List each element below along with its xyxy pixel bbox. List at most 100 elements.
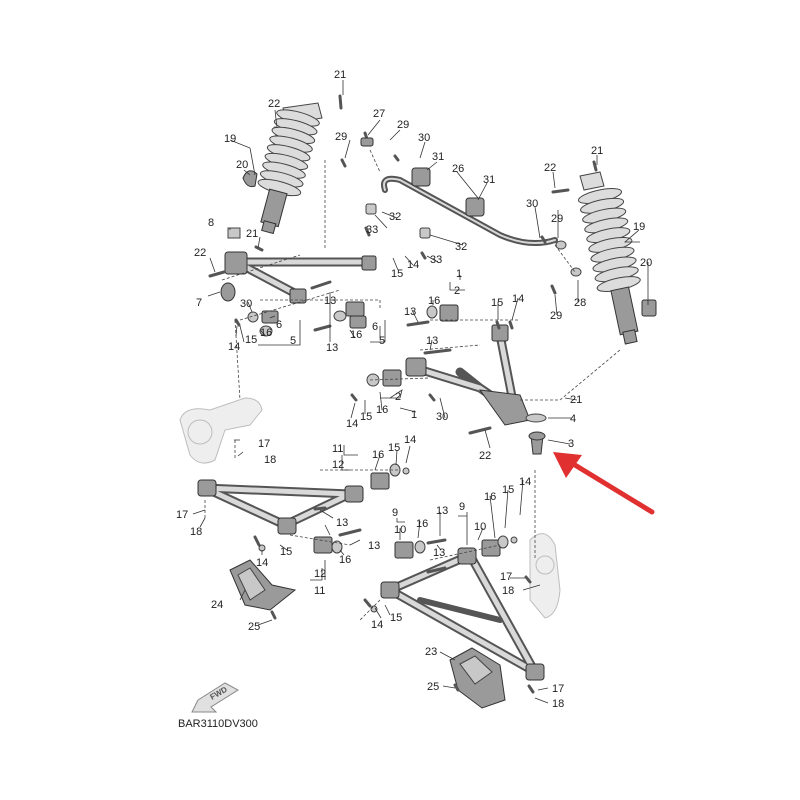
callout-label: 30 — [436, 411, 448, 423]
callout-label: 1 — [411, 409, 417, 421]
callout-label: 17 — [258, 438, 270, 450]
callout-label: 13 — [433, 547, 445, 559]
callout-label: 3 — [568, 438, 574, 450]
callout-label: 20 — [640, 257, 652, 269]
callout-label: 27 — [373, 108, 385, 120]
leader-lines — [192, 80, 649, 704]
callout-label: 19 — [224, 133, 236, 145]
callout-label: 12 — [332, 459, 344, 471]
callout-label: 26 — [452, 163, 464, 175]
callout-label: 15 — [280, 546, 292, 558]
callout-label: 14 — [228, 341, 240, 353]
callout-label: 22 — [544, 162, 556, 174]
right-skid-guard — [449, 647, 506, 709]
callout-label: 14 — [371, 619, 383, 631]
callout-label: 13 — [326, 342, 338, 354]
callout-label: 15 — [491, 297, 503, 309]
callout-label: 15 — [360, 411, 372, 423]
callout-label: 18 — [502, 585, 514, 597]
left-upper-arm — [208, 245, 381, 401]
callout-label: 14 — [512, 293, 524, 305]
left-skid-guard — [229, 559, 297, 620]
callout-label: 24 — [211, 599, 223, 611]
callout-label: 7 — [196, 297, 202, 309]
callout-label: 18 — [190, 526, 202, 538]
callout-label: 30 — [240, 298, 252, 310]
callout-label: 30 — [418, 132, 430, 144]
callout-label: 16 — [372, 449, 384, 461]
callout-label: 29 — [550, 310, 562, 322]
callout-label: 8 — [208, 217, 214, 229]
callout-label: 11 — [314, 585, 325, 597]
callout-label: 32 — [389, 211, 401, 223]
callout-label: 16 — [416, 518, 428, 530]
callout-label: 22 — [194, 247, 206, 259]
callout-label: 12 — [314, 568, 326, 580]
callout-label: 6 — [372, 321, 378, 333]
callout-label: 16 — [428, 295, 440, 307]
callout-label: 13 — [324, 295, 336, 307]
callout-label: 25 — [248, 621, 260, 633]
callout-label: 19 — [633, 221, 645, 233]
callout-label: 29 — [551, 213, 563, 225]
callout-label: 15 — [502, 484, 514, 496]
right-lower-arm — [359, 470, 545, 694]
right-knuckle — [529, 533, 561, 619]
callout-label: 2 — [395, 391, 401, 403]
callout-label: 17 — [552, 683, 564, 695]
callout-label: 2 — [454, 285, 460, 297]
left-lower-arm — [197, 440, 410, 554]
callout-label: 14 — [404, 434, 416, 446]
callout-label: 13 — [368, 540, 380, 552]
callout-label: 5 — [379, 335, 385, 347]
callout-label: 20 — [236, 159, 248, 171]
callout-label: 16 — [484, 491, 496, 503]
callout-label: 16 — [350, 329, 362, 341]
callout-label: 16 — [339, 554, 351, 566]
callout-label: 16 — [376, 404, 388, 416]
callout-label: 25 — [427, 681, 439, 693]
callout-label: 15 — [391, 268, 403, 280]
callout-label: 14 — [256, 557, 268, 569]
callout-label: 17 — [500, 571, 512, 583]
callout-label: 15 — [388, 442, 400, 454]
callout-label: 5 — [290, 335, 296, 347]
callout-label: 30 — [526, 198, 538, 210]
callout-label: 17 — [176, 509, 188, 521]
callout-label: 21 — [591, 145, 603, 157]
callout-label: 9 — [392, 507, 398, 519]
callout-label: 31 — [432, 151, 444, 163]
callout-label: 33 — [430, 254, 442, 266]
callout-label: 15 — [245, 334, 257, 346]
left-knuckle — [179, 397, 263, 464]
callout-label: 14 — [407, 259, 419, 271]
callout-label: 21 — [334, 69, 346, 81]
callout-label: 31 — [483, 174, 495, 186]
fwd-arrow-icon: FWD — [191, 682, 239, 713]
callout-label: 33 — [366, 224, 378, 236]
callout-label: 21 — [246, 228, 258, 240]
callout-label: 9 — [459, 501, 465, 513]
callout-label: 32 — [455, 241, 467, 253]
callout-label: 1 — [456, 268, 462, 280]
diagram-code: BAR3110DV300 — [178, 718, 258, 730]
callout-label: 22 — [479, 450, 491, 462]
callout-label: 11 — [332, 443, 343, 455]
callout-label: 29 — [397, 119, 409, 131]
callout-label: 6 — [276, 319, 282, 331]
red-callout-arrow-icon — [553, 452, 655, 515]
callout-label: 14 — [519, 476, 531, 488]
callout-label: 18 — [264, 454, 276, 466]
callout-label: 14 — [346, 418, 358, 430]
left-shock-absorber — [227, 94, 343, 239]
callout-label: 4 — [570, 413, 576, 425]
callout-label: 29 — [335, 131, 347, 143]
callout-label: 21 — [570, 394, 582, 406]
stabilizer-bar — [324, 131, 582, 295]
right-shock-absorber — [551, 160, 657, 345]
callout-label: 10 — [394, 524, 406, 536]
callout-label: 13 — [404, 306, 416, 318]
callout-label: 13 — [426, 335, 438, 347]
callout-label: 23 — [425, 646, 437, 658]
